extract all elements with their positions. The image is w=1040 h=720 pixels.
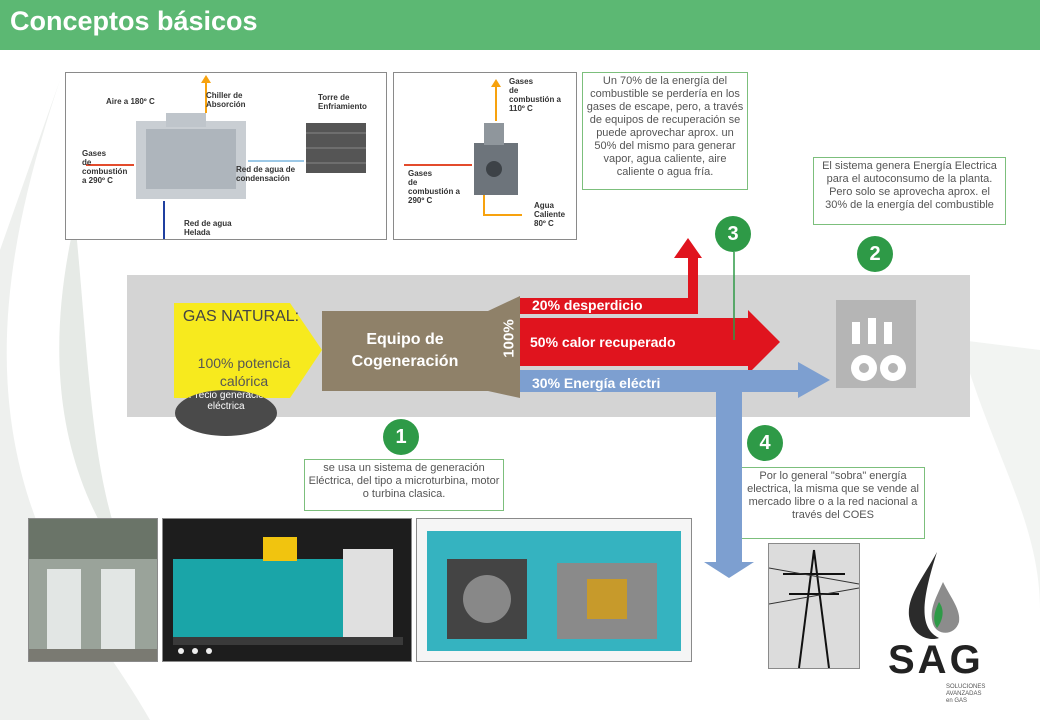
- note-recovery: Un 70% de la energía del combustible se …: [582, 72, 748, 190]
- logo-subtitle: SOLUCIONES AVANZADAS en GAS: [946, 684, 986, 704]
- note-generation: se usa un sistema de generación Eléctric…: [304, 459, 504, 511]
- cogeneration-box: Equipo de Cogeneración: [322, 311, 488, 391]
- label-gases-in: Gases de combustión a 290º C: [408, 169, 461, 205]
- label-red-cond: Red de agua de condensación: [236, 165, 296, 183]
- label-torre: Torre de Enfriamiento: [318, 93, 367, 111]
- flow-waste-label: 20% desperdicio: [532, 297, 643, 313]
- note-surplus: Por lo general "sobra" energía electrica…: [741, 467, 925, 539]
- flow-heat-label: 50% calor recuperado: [530, 334, 676, 350]
- badge-4: 4: [747, 425, 783, 461]
- gas-subtitle: 100% potencia calórica: [197, 355, 291, 389]
- label-agua: Agua Caliente 80º C: [534, 201, 566, 228]
- badge-3: 3: [715, 216, 751, 252]
- boiler-photo: Gases de combustión a 110º C Gases de co…: [393, 72, 577, 240]
- price-oval: A Precio generació n eléctrica: [175, 390, 277, 436]
- chiller-photo: Aire a 180º C Chiller de Absorción Torre…: [65, 72, 387, 240]
- badge-1: 1: [383, 419, 419, 455]
- label-red-helada: Red de agua Helada: [184, 219, 232, 237]
- badge-2: 2: [857, 236, 893, 272]
- microturbine-photo: [28, 518, 158, 662]
- engine-generator-photo: [162, 518, 412, 662]
- logo-text: SAG: [888, 638, 984, 682]
- flow-electric-label: 30% Energía eléctri: [532, 375, 661, 391]
- label-gases: Gases de combustión a 290º C: [82, 149, 128, 185]
- header-bar: [0, 0, 1040, 50]
- logo-drops-icon: [908, 552, 960, 640]
- gas-title: GAS NATURAL:: [182, 308, 300, 325]
- note-electric: El sistema genera Energía Electrica para…: [813, 157, 1006, 225]
- label-aire: Aire a 180º C: [106, 97, 155, 106]
- label-gases-out: Gases de combustión a 110º C: [509, 77, 562, 113]
- total-percent: 100%: [500, 319, 518, 358]
- label-chiller: Chiller de Absorción: [206, 91, 246, 109]
- power-tower-photo: [768, 543, 860, 669]
- turbine-photo: [416, 518, 692, 662]
- page-title: Conceptos básicos: [10, 6, 258, 36]
